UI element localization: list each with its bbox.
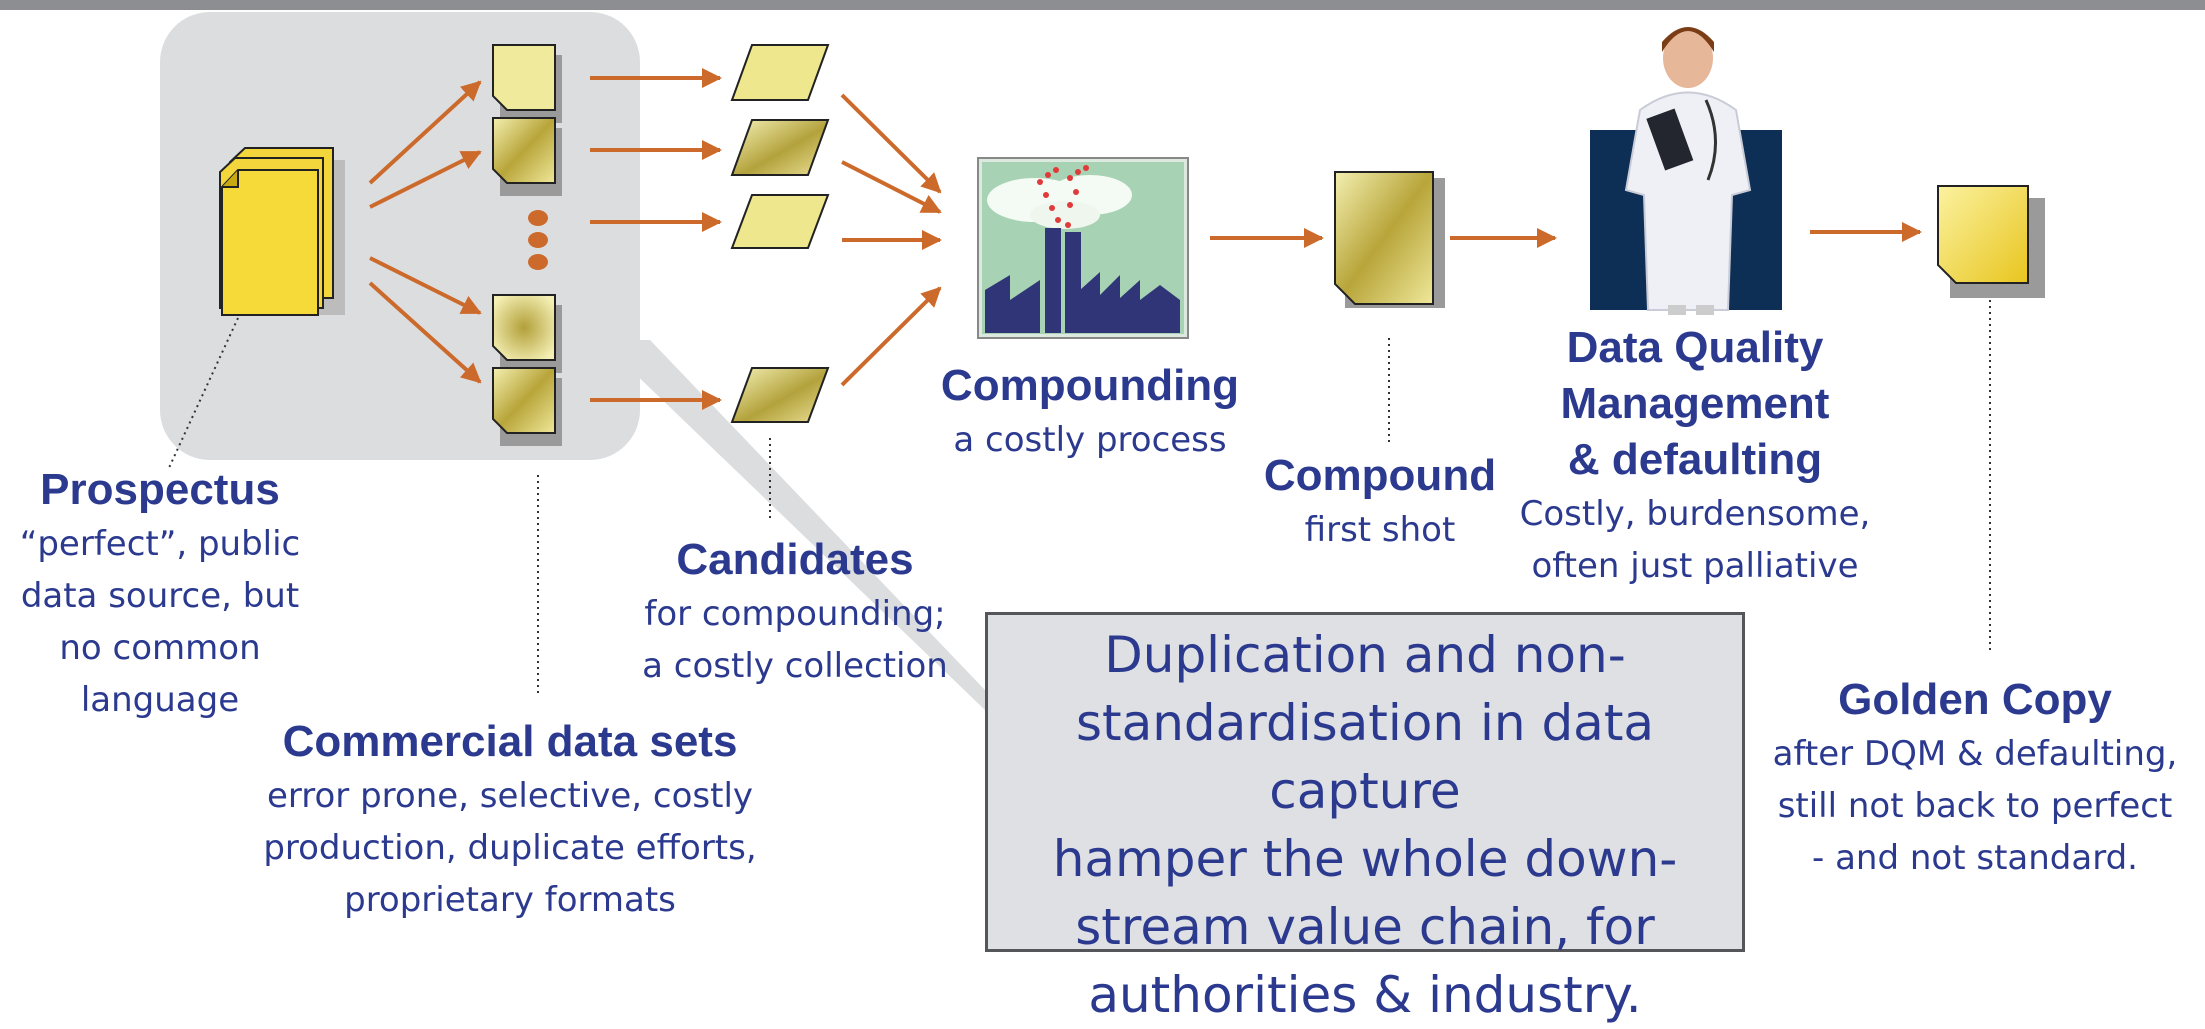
ellipsis-dots xyxy=(528,210,548,270)
candidates-label: Candidates for compounding; a costly col… xyxy=(615,532,975,692)
commercial-label: Commercial data sets error prone, select… xyxy=(240,714,780,926)
golden-copy-title: Golden Copy xyxy=(1838,675,2112,724)
callout-line-1: Duplication and non- xyxy=(1104,626,1626,684)
flow-arrows xyxy=(368,68,1922,410)
compounding-label: Compounding a costly process xyxy=(920,358,1260,466)
candidate-card-icon xyxy=(730,44,830,423)
prospectus-docs-icon xyxy=(219,147,345,316)
top-bar xyxy=(0,0,2205,10)
callout-line-3: hamper the whole down- xyxy=(1052,830,1678,888)
callout-line-4: stream value chain, for xyxy=(1075,898,1655,956)
callout-line-2: standardisation in data capture xyxy=(1075,694,1655,820)
compound-doc-icon xyxy=(1334,171,1445,308)
callout-box: Duplication and non- standardisation in … xyxy=(985,612,1745,1024)
prospectus-label: Prospectus “perfect”, public data source… xyxy=(10,462,310,726)
doctor-icon xyxy=(1590,27,1782,315)
callout-line-5: authorities & industry. xyxy=(1088,966,1642,1024)
compound-label: Compound first shot xyxy=(1235,448,1525,556)
dqm-title-line-2: Management xyxy=(1560,379,1830,428)
golden-copy-label: Golden Copy after DQM & defaulting, stil… xyxy=(1745,672,2205,884)
commercial-doc-icon xyxy=(492,44,562,446)
prospectus-title: Prospectus xyxy=(40,465,280,514)
workflow-diagram xyxy=(0,0,2205,710)
compounding-title: Compounding xyxy=(940,361,1240,410)
dqm-title-line-3: & defaulting xyxy=(1567,435,1823,484)
candidates-title: Candidates xyxy=(676,535,914,584)
factory-icon xyxy=(977,157,1189,339)
commercial-title: Commercial data sets xyxy=(282,717,738,766)
golden-doc-icon xyxy=(1937,185,2045,298)
dqm-label: Data Quality Management & defaulting Cos… xyxy=(1500,320,1890,592)
dotted-leaders xyxy=(167,300,1991,695)
compound-title: Compound xyxy=(1263,451,1497,500)
dqm-title-line-1: Data Quality xyxy=(1566,323,1824,372)
